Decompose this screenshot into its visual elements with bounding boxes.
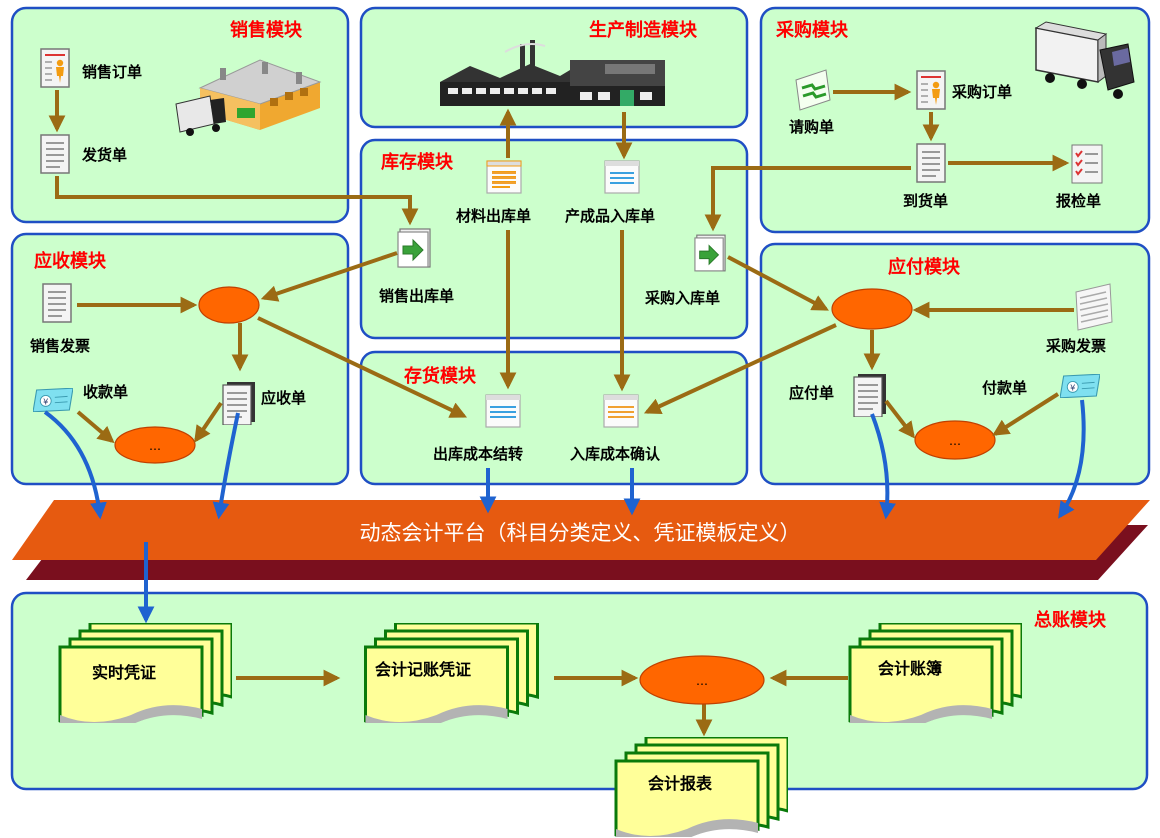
purchase-in-label: 采购入库单	[644, 289, 720, 307]
semi-truck-icon	[1034, 21, 1135, 99]
receipt-label: 收款单	[83, 383, 128, 401]
document-icon	[916, 143, 946, 183]
truck-icon	[175, 95, 226, 136]
green-form-icon	[795, 69, 831, 111]
flow-node-icon	[831, 288, 913, 330]
flow-arrows	[48, 83, 1074, 737]
stock-in-out-icon	[694, 234, 726, 272]
document-icon	[40, 134, 70, 174]
flow-node-icon	[198, 286, 260, 324]
inspection-note-label: 报检单	[1056, 192, 1101, 210]
document-icon	[42, 283, 72, 323]
sales-invoice-label: 销售发票	[30, 337, 90, 355]
sales-order-label: 销售订单	[82, 63, 142, 81]
purchase-invoice-icon	[1075, 283, 1113, 331]
ar-node-label: …	[149, 439, 161, 453]
purchase-invoice-label: 采购发票	[1045, 337, 1106, 355]
posting-arrows	[43, 399, 1086, 624]
checklist-icon	[1071, 144, 1103, 184]
manufacturing-module-title: 生产制造模块	[589, 19, 698, 41]
receivable-label: 应收单	[261, 389, 306, 407]
payment-label: 付款单	[982, 379, 1027, 397]
account-books-label: 会计账簿	[878, 659, 942, 678]
invoice-person-icon	[40, 48, 70, 88]
finished-in-label: 产成品入库单	[565, 207, 655, 225]
flow-node-icon	[639, 655, 765, 705]
flow-node-icon	[114, 426, 196, 464]
receivable-doc-icon	[222, 381, 256, 425]
stock-panel	[359, 350, 749, 486]
reports-label: 会计报表	[648, 774, 713, 793]
yen-cheque-icon	[33, 388, 73, 412]
stock-module-title: 存货模块	[404, 365, 477, 387]
ledger-node-label: …	[696, 674, 708, 688]
purchasing-module-title: 采购模块	[775, 19, 849, 41]
posting-voucher-label: 会计记账凭证	[375, 660, 471, 679]
platform-label: 动态会计平台（科目分类定义、凭证模板定义）	[360, 521, 801, 545]
purchase-order-label: 采购订单	[951, 83, 1012, 101]
realtime-voucher-label: 实时凭证	[92, 663, 156, 682]
accounting-platform	[12, 500, 1150, 580]
material-out-label: 材料出库单	[456, 207, 531, 225]
receivables-module-title: 应收模块	[34, 250, 107, 272]
payables-module-title: 应付模块	[888, 256, 961, 278]
payable-label: 应付单	[789, 384, 834, 402]
payable-doc-icon	[853, 373, 887, 417]
flow-node-icon	[914, 420, 996, 460]
delivery-note-label: 发货单	[81, 146, 127, 164]
warehouse-icon	[198, 59, 322, 130]
inventory-module-title: 库存模块	[381, 151, 454, 173]
factory-icon	[440, 40, 665, 106]
inventory-panel	[359, 138, 749, 340]
yen-cheque-icon	[1060, 374, 1100, 398]
general-ledger-module-title: 总账模块	[1034, 609, 1107, 631]
stock-in-out-icon	[397, 228, 431, 268]
sales-module-title: 销售模块	[230, 19, 303, 41]
out-cost-label: 出库成本结转	[433, 445, 523, 463]
purchase-request-label: 请购单	[789, 118, 834, 136]
ap-node-label: …	[949, 434, 961, 448]
arrival-note-label: 到货单	[903, 192, 948, 210]
in-cost-label: 入库成本确认	[570, 445, 661, 463]
invoice-person-icon	[916, 70, 946, 110]
sales-out-label: 销售出库单	[379, 287, 454, 305]
